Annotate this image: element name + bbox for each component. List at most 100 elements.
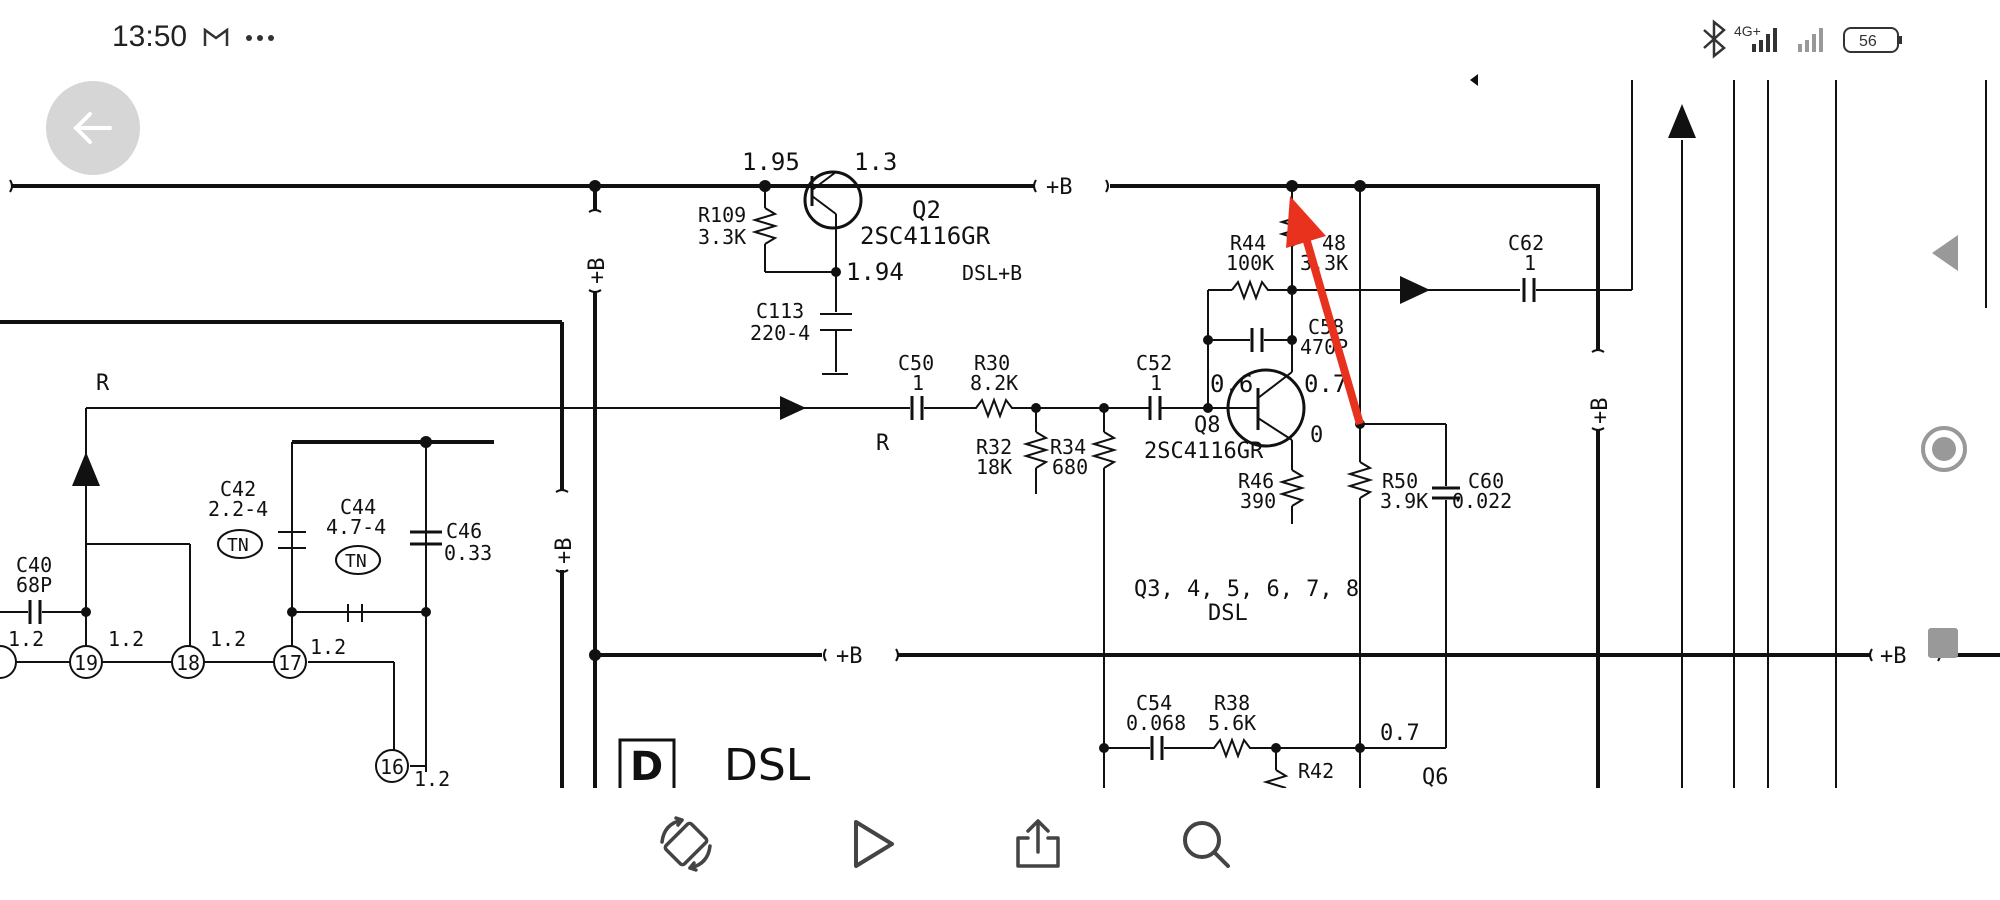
q2-ref: Q2 — [912, 196, 941, 224]
q8-ref: Q8 — [1194, 413, 1221, 438]
c60-ref: C60 — [1468, 469, 1504, 493]
c42-ref: C42 — [220, 477, 256, 501]
c40-value: 68P — [16, 573, 52, 597]
signal-strength-icon — [1798, 28, 1823, 52]
q8-vcollector: 0.7 — [1304, 370, 1347, 398]
c40-ref: C40 — [16, 553, 52, 577]
q6-node-voltage: 0.7 — [1380, 721, 1420, 746]
c42-tag: TN — [227, 535, 249, 556]
pin-voltage: 1.2 — [108, 627, 144, 651]
q2-part: 2SC4116GR — [860, 222, 991, 250]
rotate-screen-button[interactable] — [656, 814, 716, 874]
r46-ref: R46 — [1238, 469, 1274, 493]
c62-value: 1 — [1524, 251, 1536, 275]
c54-value: 0.068 — [1126, 711, 1186, 735]
c44-ref: C44 — [340, 495, 376, 519]
r50-ref: R50 — [1382, 469, 1418, 493]
pin-18 — [171, 645, 205, 679]
r50-value: 3.9K — [1380, 489, 1428, 513]
battery-level: 56 — [1859, 33, 1877, 50]
c62-ref: C62 — [1508, 231, 1544, 255]
dsl-b-label: DSL+B — [962, 261, 1022, 285]
c54-ref: C54 — [1136, 691, 1172, 715]
q6-ref: Q6 — [1422, 765, 1449, 788]
side-navigation — [1921, 235, 1967, 658]
signal-strength-icon — [1752, 28, 1777, 52]
c44-value: 4.7-4 — [326, 515, 386, 539]
pin-voltage: 1.2 — [210, 627, 246, 651]
rail-label: +B — [1046, 175, 1073, 200]
q-note-line1: Q3, 4, 5, 6, 7, 8 — [1134, 577, 1359, 602]
c52-ref: C52 — [1136, 351, 1172, 375]
search-icon — [1183, 821, 1230, 868]
status-bar: 13:50 4G+ 56 — [0, 0, 2000, 80]
q2-vbase: 1.95 — [742, 148, 800, 176]
q8-vbase: 0.6 — [1210, 370, 1253, 398]
back-arrow-icon — [73, 112, 112, 144]
search-button[interactable] — [1176, 814, 1236, 874]
rail-label: +B — [1880, 644, 1907, 669]
c52-value: 1 — [1150, 371, 1162, 395]
triangle-back-icon[interactable] — [1932, 235, 1958, 271]
r32-value: 18K — [976, 455, 1012, 479]
r44-value: 100K — [1226, 251, 1274, 275]
pin-16 — [375, 749, 409, 783]
r34-ref: R34 — [1050, 435, 1086, 459]
play-icon — [854, 820, 894, 868]
block-id: D — [630, 744, 663, 788]
more-dots-icon — [245, 16, 275, 50]
pin-label: 19 — [74, 651, 98, 675]
rail-label: +B — [585, 258, 610, 285]
c44-tag: TN — [345, 551, 367, 572]
gmail-icon — [203, 24, 229, 55]
r44-ref: R44 — [1230, 231, 1266, 255]
r48-ref: 48 — [1322, 231, 1346, 255]
play-button[interactable] — [840, 814, 900, 874]
rail-label: +B — [836, 644, 863, 669]
pin-17 — [273, 645, 307, 679]
pin-voltage: 1.2 — [8, 627, 44, 651]
r42-ref: R42 — [1298, 759, 1334, 783]
share-button[interactable] — [1008, 814, 1068, 874]
rotate-screen-icon — [660, 816, 712, 872]
r38-value: 5.6K — [1208, 711, 1256, 735]
share-icon — [1016, 819, 1060, 868]
r34-value: 680 — [1052, 455, 1088, 479]
network-label: 4G+ — [1734, 23, 1761, 39]
pin-label: 17 — [278, 651, 302, 675]
pin-label: 18 — [176, 651, 200, 675]
r109-value: 3.3K — [698, 225, 746, 249]
c60-value: 0.022 — [1452, 489, 1512, 513]
q8-vemitter: 0 — [1310, 423, 1323, 448]
annotation-arrow — [1286, 196, 1364, 426]
circle-home-icon[interactable] — [1921, 426, 1967, 472]
pin-label: 16 — [380, 755, 404, 779]
block-title: DSL — [724, 740, 811, 788]
schematic-diagram: +B +B +B +B +B +B 1.95 1.3 Q2 2SC4116GR … — [0, 74, 2000, 788]
back-button[interactable] — [46, 81, 140, 175]
bluetooth-icon — [1703, 19, 1726, 59]
c42-value: 2.2-4 — [208, 497, 268, 521]
q2-vnode: 1.94 — [846, 258, 904, 286]
c113-value: 220-4 — [750, 321, 810, 345]
c46-ref: C46 — [446, 519, 482, 543]
r30-value: 8.2K — [970, 371, 1018, 395]
q2-vemitter: 1.3 — [854, 148, 897, 176]
r30-ref: R30 — [974, 351, 1010, 375]
signal-r-top: R — [96, 371, 110, 396]
pin-voltage: 1.2 — [414, 767, 450, 788]
rail-label: +B — [1588, 398, 1613, 425]
pin-19 — [69, 645, 103, 679]
r109-ref: R109 — [698, 203, 746, 227]
c46-value: 0.33 — [444, 541, 492, 565]
bottom-toolbar — [0, 788, 2000, 900]
r38-ref: R38 — [1214, 691, 1250, 715]
r46-value: 390 — [1240, 489, 1276, 513]
c113-ref: C113 — [756, 299, 804, 323]
pin-voltage: 1.2 — [310, 635, 346, 659]
c50-ref: C50 — [898, 351, 934, 375]
q8-part: 2SC4116GR — [1144, 439, 1264, 464]
c50-value: 1 — [912, 371, 924, 395]
r32-ref: R32 — [976, 435, 1012, 459]
square-recents-icon[interactable] — [1928, 628, 1958, 658]
